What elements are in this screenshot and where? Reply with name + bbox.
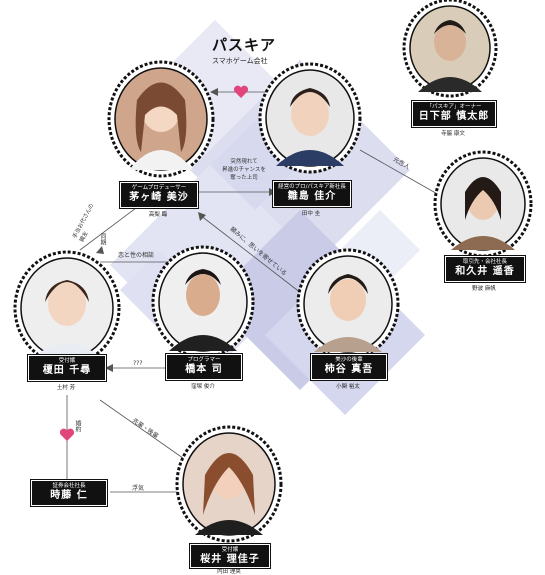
actor-hashimoto: 窪塚 俊介 bbox=[191, 384, 215, 390]
nameplate-kakiya: 美沙の後輩 柿谷 真吾 bbox=[310, 353, 388, 381]
relation-label: ??? bbox=[133, 360, 143, 367]
actor-hisakabe: 寺脇 康文 bbox=[441, 131, 465, 137]
actor-kakiya: 小関 裕太 bbox=[336, 384, 360, 390]
relation-label: 突然現れて 昇進のチャンスを 奪った上司 bbox=[222, 159, 266, 181]
company-subtitle: スマホゲーム会社 bbox=[212, 57, 268, 65]
nameplate-wakui: 取引先・会社社長 和久井 遥香 bbox=[444, 255, 526, 283]
portrait-hisakabe bbox=[402, 0, 498, 98]
actor-hinashima: 田中 圭 bbox=[301, 211, 321, 217]
nameplate-enokida: 受付嬢 榎田 千尋 bbox=[27, 354, 107, 382]
nameplate-hashimoto: プログラマー 橋本 司 bbox=[165, 353, 243, 381]
company-title: パスキア bbox=[212, 36, 277, 54]
portrait-kakiya bbox=[296, 248, 400, 360]
nameplate-hisakabe: 「パスキア」オーナー 日下部 慎太郎 bbox=[411, 100, 497, 128]
actor-enokida: 土村 芳 bbox=[56, 385, 76, 391]
relation-label: 婚約 bbox=[74, 420, 81, 432]
relation-label: 恋と性の相談 bbox=[118, 252, 155, 259]
portrait-wakui bbox=[433, 150, 533, 258]
relation-label: 同期 bbox=[99, 233, 106, 245]
heart-icon bbox=[233, 84, 249, 98]
actor-kayagasaki: 高梨 臨 bbox=[148, 212, 168, 218]
portrait-sakurai bbox=[175, 425, 283, 543]
actor-sakurai: 内田 理央 bbox=[217, 569, 241, 575]
portrait-kayagasaki bbox=[107, 60, 215, 178]
nameplate-kayagasaki: ゲームプロデューサー 茅ヶ崎 美沙 bbox=[119, 181, 199, 209]
portrait-hashimoto bbox=[151, 245, 255, 359]
nameplate-tokifuji: 証券会社社長 時藤 仁 bbox=[30, 479, 108, 507]
portrait-enokida bbox=[13, 250, 121, 366]
portrait-hinashima bbox=[258, 62, 362, 174]
actor-wakui: 野波 麻帆 bbox=[472, 286, 496, 292]
heart-icon bbox=[59, 427, 75, 441]
nameplate-hinashima: 経営のプロ/パスキア新社長 雛島 佳介 bbox=[272, 180, 352, 208]
nameplate-sakurai: 受付嬢 桜井 理佳子 bbox=[189, 543, 271, 569]
relation-label: 浮気 bbox=[132, 485, 145, 492]
